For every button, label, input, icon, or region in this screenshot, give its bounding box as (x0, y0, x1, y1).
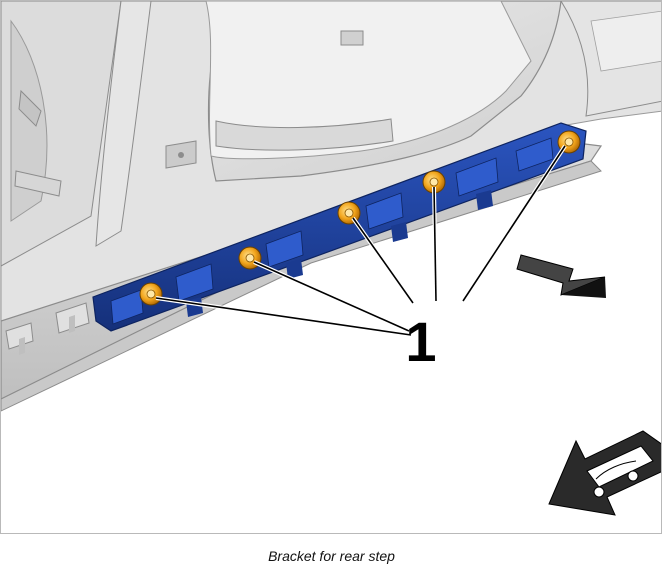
figure-frame: 1 (0, 0, 662, 534)
direction-arrow-icon (516, 254, 606, 298)
bolt-4 (422, 170, 446, 194)
callout-number: 1 (405, 310, 436, 373)
callout-leader-lines (155, 144, 567, 337)
vehicle-orientation-icon (548, 430, 661, 516)
bolt-1 (139, 282, 163, 306)
vehicle-body (1, 1, 661, 332)
technical-illustration: 1 (1, 1, 661, 516)
rear-step-bracket (92, 122, 587, 332)
figure-caption: Bracket for rear step (268, 548, 395, 564)
